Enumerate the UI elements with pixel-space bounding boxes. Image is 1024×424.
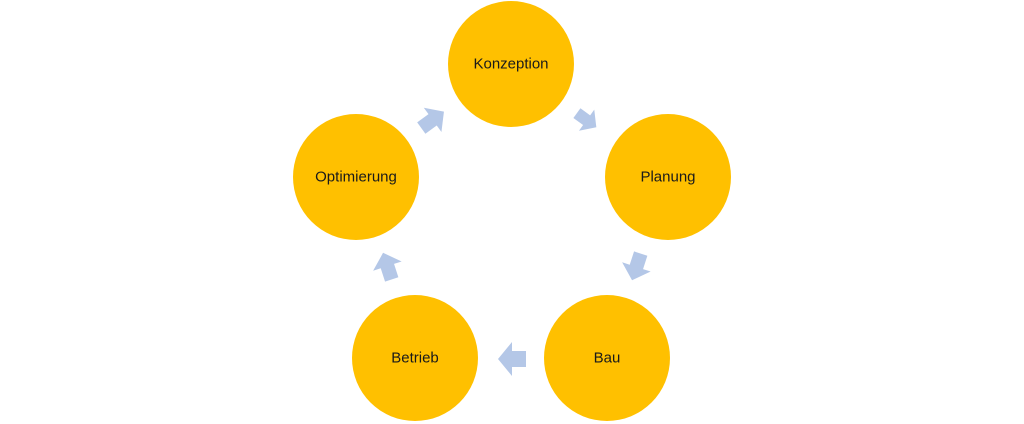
arrow-konzeption-to-planung bbox=[573, 108, 597, 131]
node-optimierung: Optimierung bbox=[293, 114, 419, 240]
node-planung-circle bbox=[605, 114, 731, 240]
arrow-optimierung-to-konzeption bbox=[417, 107, 444, 134]
node-konzeption: Konzeption bbox=[448, 1, 574, 127]
node-bau: Bau bbox=[544, 295, 670, 421]
node-konzeption-circle bbox=[448, 1, 574, 127]
node-optimierung-circle bbox=[293, 114, 419, 240]
arrow-bau-to-betrieb bbox=[498, 342, 526, 376]
node-bau-circle bbox=[544, 295, 670, 421]
node-betrieb-circle bbox=[352, 295, 478, 421]
node-betrieb-label: Betrieb bbox=[391, 350, 439, 367]
node-bau-label: Bau bbox=[594, 350, 621, 367]
arrow-betrieb-to-optimierung bbox=[373, 252, 402, 282]
node-betrieb: Betrieb bbox=[352, 295, 478, 421]
node-konzeption-label: Konzeption bbox=[473, 56, 548, 73]
node-optimierung-label: Optimierung bbox=[315, 169, 397, 186]
arrow-planung-to-bau bbox=[622, 251, 651, 281]
node-planung-label: Planung bbox=[640, 169, 695, 186]
node-planung: Planung bbox=[605, 114, 731, 240]
